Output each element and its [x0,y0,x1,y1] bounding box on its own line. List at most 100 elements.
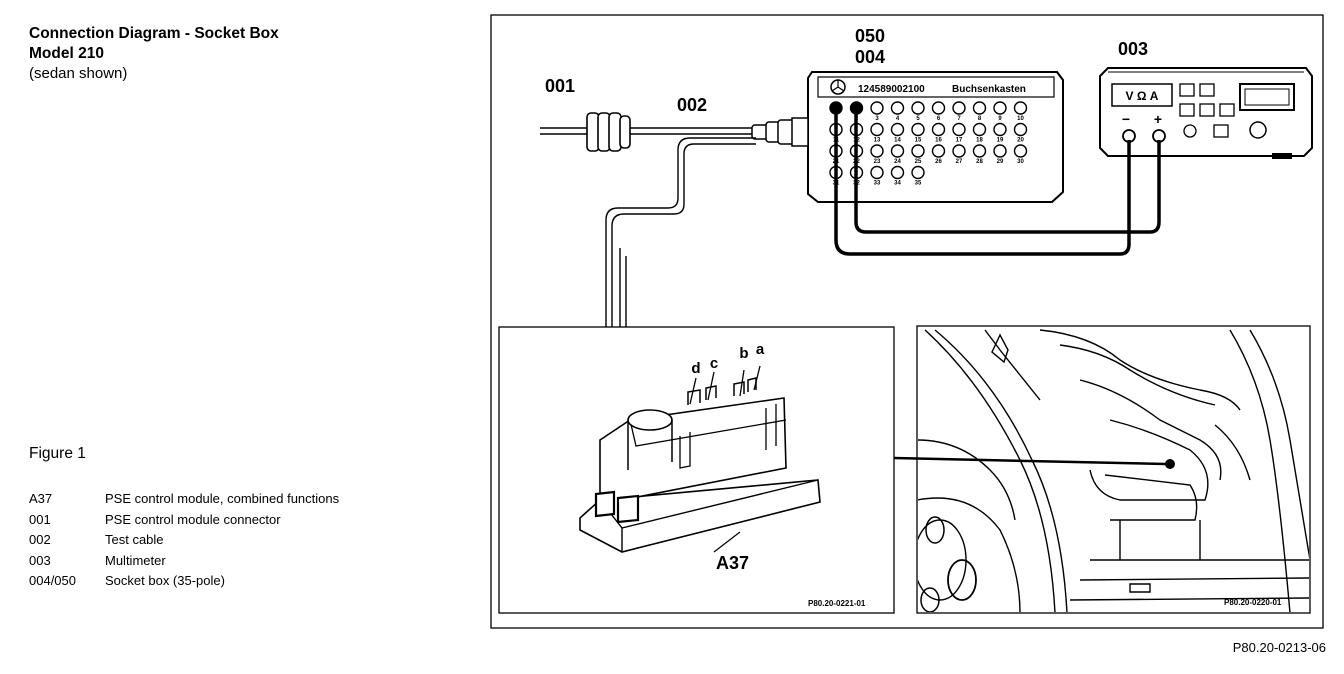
socket-pin-label: 20 [1017,138,1024,144]
callout-001: 001 [545,76,575,96]
legend-description: Socket box (35-pole) [105,573,225,588]
legend-code: A37 [29,491,53,506]
socket-pin-label: 23 [874,159,881,165]
diagram-frame [490,14,1324,629]
connector-letter-label: a [756,341,765,358]
socket-pin-label: 28 [976,159,983,165]
connector-letter-label: c [710,355,718,372]
legend-description: Test cable [105,532,164,547]
socket-pin [911,144,925,158]
callout-002: 002 [677,95,707,115]
dial-icon [1249,121,1267,139]
socket-pin [952,101,966,115]
socket-pin [993,122,1007,137]
socket-pin-label: 24 [894,159,901,165]
subtitle: (sedan shown) [29,65,128,82]
title-block: Connection Diagram - Socket Box Model 21… [29,24,279,84]
legend-row: 001 PSE control module connector [29,512,339,533]
legend-description: Multimeter [105,552,166,568]
legend-code: 002 [29,532,51,547]
socket-pin-label: 27 [956,159,963,165]
socket-pin [952,122,966,137]
model-title: Model 210 [29,45,104,62]
figure-label: Figure 1 [29,445,86,462]
page-title: Connection Diagram - Socket Box [29,25,279,42]
socket-pin [972,144,987,158]
socket-pin-label: 7 [957,116,961,122]
meter-plus-label: + [1154,111,1162,127]
callout-050: 050 [855,26,885,46]
inset-seat-location: P80.20-0220-01 [893,325,1311,614]
legend-row: 003 Multimeter [29,553,339,574]
legend-code: 001 [29,511,51,527]
socket-pin [870,122,884,137]
socket-pin-label: 4 [896,116,900,122]
socket-pin [931,122,946,137]
legend-row: 004/050 Socket box (35-pole) [29,573,339,594]
socket-pin-label: 33 [874,181,881,187]
callout-004: 004 [855,47,885,67]
socket-pin-label: 15 [915,138,922,144]
connector-letter-label: d [691,360,700,377]
inset-left-reference: P80.20-0221-01 [808,599,866,608]
socket-pin-label: 10 [1017,116,1024,122]
connector-001 [540,112,755,152]
socket-pin [870,144,884,158]
multimeter: V Ω A − + [1099,67,1313,159]
socket-pin-label: 18 [976,138,983,144]
socket-pin-label: 34 [894,181,901,187]
meter-minus-label: − [1122,111,1130,127]
socket-pin-label: 9 [998,116,1002,122]
socket-pin [972,122,987,137]
connector-letter-label: b [739,345,748,362]
callout-003: 003 [1118,39,1148,59]
meter-display-label: V Ω A [1126,89,1159,103]
socket-pin-label: 35 [915,181,922,187]
socket-pin [890,165,905,180]
module-location-marker [1165,459,1175,469]
legend-description: PSE control module connector [105,511,281,527]
socket-pin [890,122,905,137]
legend-code: 004/050 [29,573,76,588]
legend-code: 003 [29,552,51,568]
socket-pin-label: 16 [935,138,942,144]
socket-pin [1013,101,1028,115]
socket-pin-label: 17 [956,138,963,144]
socket-pin [993,101,1007,115]
socket-pin-label: 5 [916,116,920,122]
socket-pin-label: 8 [978,116,982,122]
socket-pin [911,122,925,137]
socket-pin [911,101,925,115]
socket-pin-label: 29 [997,159,1004,165]
socket-pin [993,144,1007,158]
socket-pin-label: 6 [937,116,941,122]
socket-pin [931,101,946,115]
socket-pin-label: 19 [997,138,1004,144]
socket-pin [870,165,884,180]
socket-box-name: Buchsenkasten [952,84,1026,95]
test-leads [834,112,1161,256]
legend-row: 002 Test cable [29,532,339,553]
socket-box-part-number: 124589002100 [858,84,925,95]
socket-pin-label: 13 [874,138,881,144]
socket-pin-label: 30 [1017,159,1024,165]
socket-pin [870,101,884,115]
callout-a37: A37 [716,553,749,573]
socket-pin [890,101,905,115]
socket-pin [1013,144,1028,158]
socket-pin [890,144,905,158]
socket-pin [972,101,987,115]
socket-pin-label: 25 [915,159,922,165]
socket-pin [1013,122,1028,137]
socket-pin [911,165,925,180]
inset-right-reference: P80.20-0220-01 [1224,598,1282,607]
socket-pin-label: 14 [894,138,901,144]
socket-pin [931,144,946,158]
